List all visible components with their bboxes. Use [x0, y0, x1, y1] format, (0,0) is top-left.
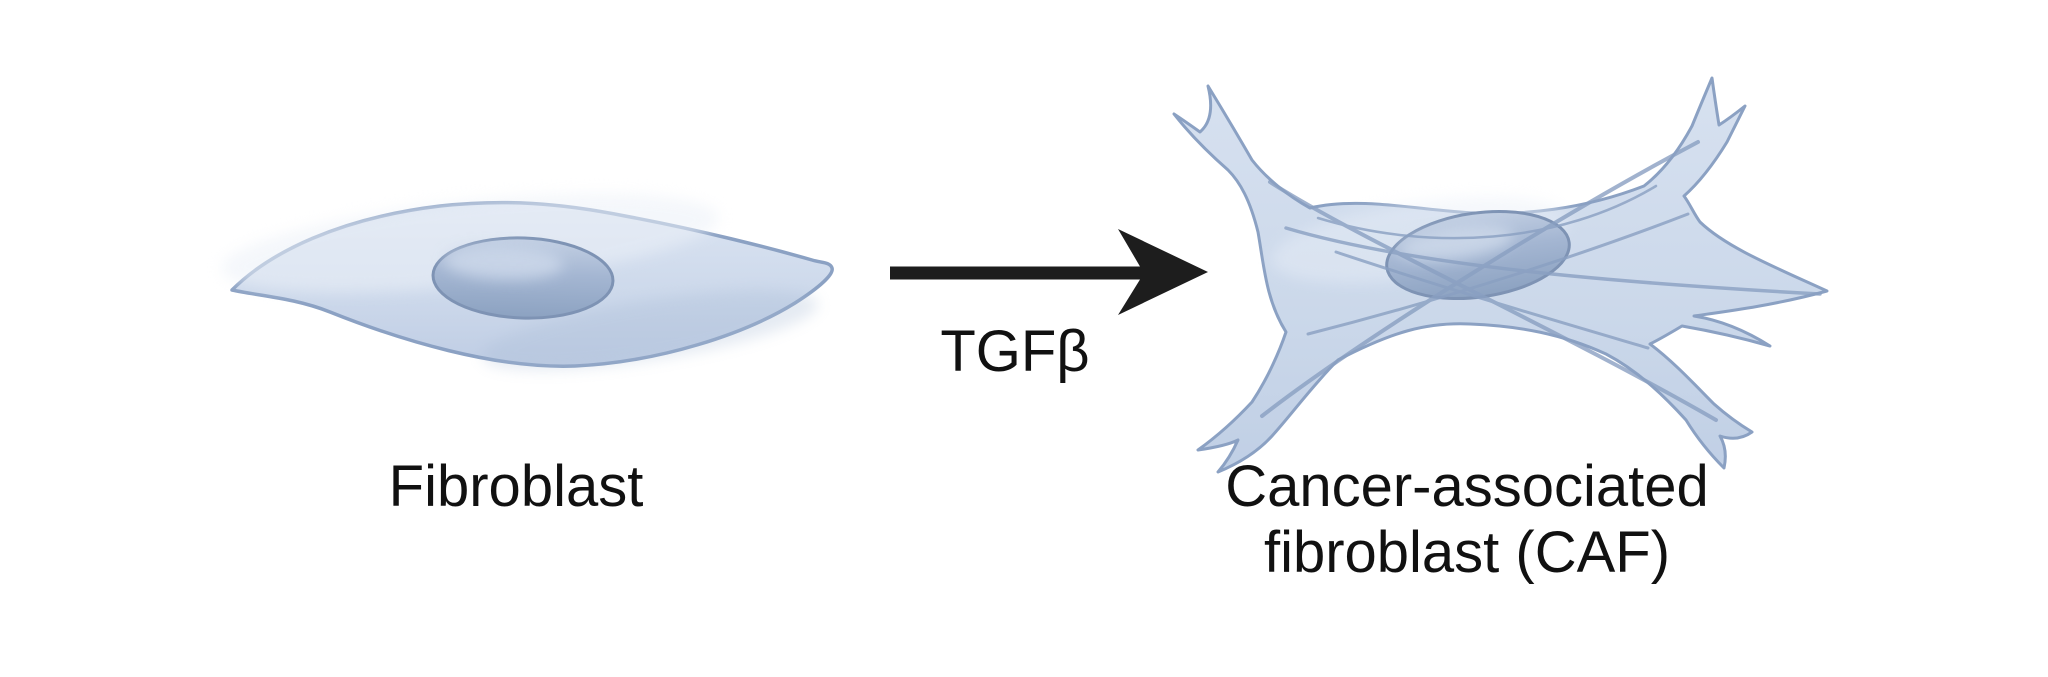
stress-fiber — [1306, 212, 1690, 336]
caf-label-line1: Cancer-associated — [1225, 454, 1709, 519]
fibroblast-shade — [482, 290, 818, 370]
stress-fiber — [1334, 250, 1650, 350]
fibroblast-cell-illustration — [221, 193, 834, 370]
stress-fiber — [1284, 226, 1822, 296]
stress-fiber — [1316, 184, 1658, 240]
stress-fiber — [1260, 140, 1700, 418]
arrow-right-icon — [890, 229, 1208, 315]
transformation-arrow-icon — [890, 229, 1208, 315]
caf-label: Cancer-associated fibroblast (CAF) — [1167, 454, 1767, 586]
fibroblast-nucleus-highlight — [443, 245, 564, 280]
caf-cell-illustration — [1172, 76, 1829, 474]
tgfb-arrow-label: TGFβ — [940, 319, 1090, 384]
caf-label-line2: fibroblast (CAF) — [1263, 520, 1671, 585]
caf-stress-fibers — [1260, 140, 1822, 422]
fibroblast-label: Fibroblast — [388, 454, 644, 519]
fibroblast-nucleus — [431, 236, 615, 320]
caf-nucleus-highlight — [1398, 225, 1514, 261]
